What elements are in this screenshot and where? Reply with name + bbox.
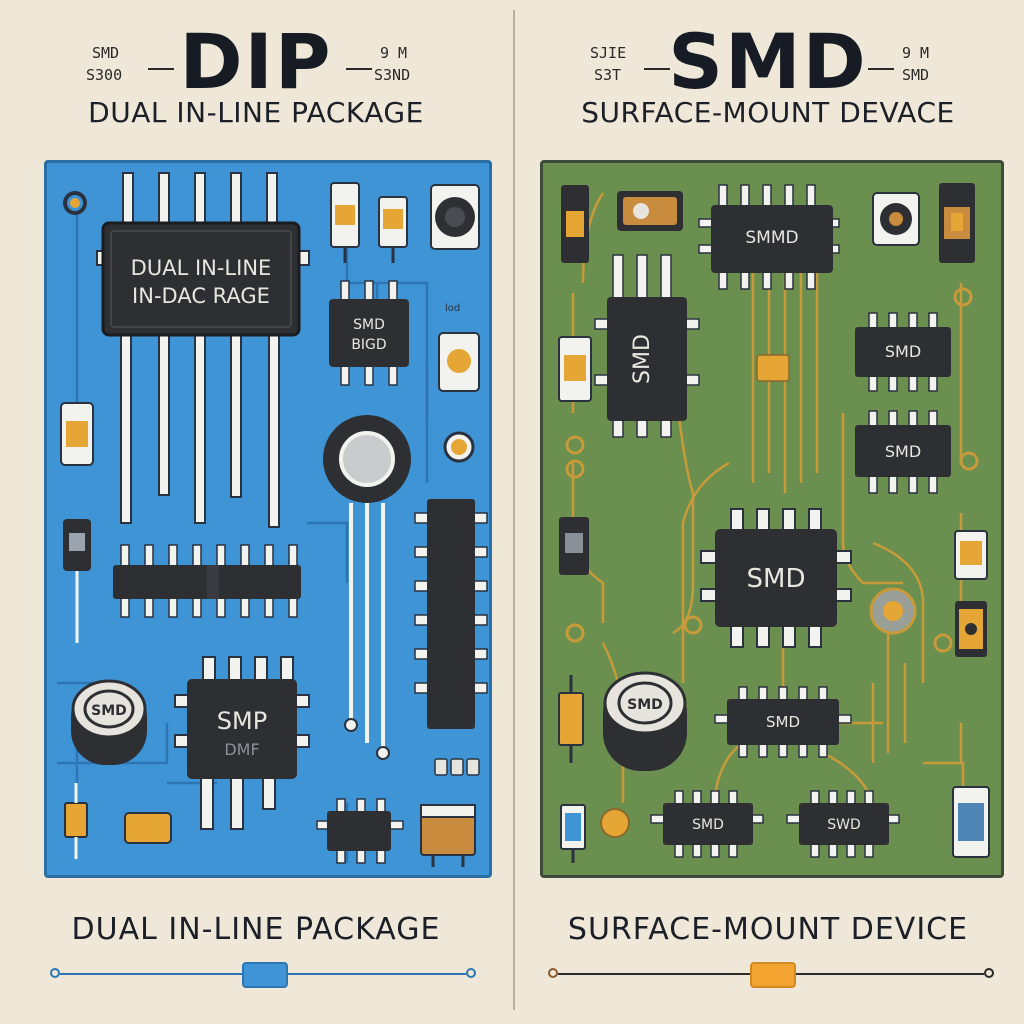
dip-small-chip: SMD BIGD (329, 280, 409, 386)
smd-right-led (954, 530, 988, 580)
dip-slider-knob[interactable] (242, 962, 288, 988)
smd-slider-end-dot (984, 968, 994, 978)
dip-mini-label: lod (445, 303, 460, 314)
dip-led (438, 332, 480, 392)
smd-slider[interactable] (548, 962, 994, 988)
smd-trimmer (872, 192, 920, 246)
dip-bottom-resistor (64, 783, 88, 859)
smd-title: SMD (668, 17, 868, 106)
dip-smp-chip-label-2: DMF (224, 740, 259, 759)
dip-side-dash-left (148, 68, 174, 70)
dip-trimmer (430, 184, 480, 250)
smd-right-chip-2: SMD (855, 410, 951, 494)
dip-main-chip-label-1: DUAL IN-LINE (131, 256, 272, 280)
smd-bottom-left-chip: SMD (650, 790, 764, 858)
dip-bottom-small-chip (316, 798, 404, 864)
smd-side-dash-right (868, 68, 894, 70)
smd-bottom-chip-label: SMD (766, 713, 800, 731)
dip-side-dash-right (346, 68, 372, 70)
dip-side-label-top-right: 9 M (380, 44, 408, 62)
dip-small-chip-label-1: SMD (353, 317, 385, 333)
smd-bottom-right-device (952, 786, 990, 858)
smd-left-orange-resistor (558, 675, 584, 763)
smd-footer-label: SURFACE-MOUNT DEVICE (567, 912, 969, 947)
dip-subtitle: DUAL IN-LINE PACKAGE (88, 96, 424, 129)
dip-vertical-chip (414, 499, 488, 729)
smd-top-chip-label: SMMD (745, 228, 798, 248)
smd-trace-pad (756, 354, 790, 382)
smd-side-label-bottom-left: S3T (594, 66, 622, 84)
dip-bottom-block (420, 804, 476, 867)
dip-left-resistor (60, 402, 94, 466)
smd-side-dash-left (644, 68, 670, 70)
smd-left-resistor (558, 336, 592, 402)
smd-orange-pad (600, 808, 630, 838)
dip-cylinder-capacitor: SMD (71, 679, 147, 765)
dip-pad-row (434, 758, 480, 776)
smd-right-chip-1-label: SMD (885, 342, 921, 361)
smd-bottom-right-chip: SWD (786, 790, 900, 858)
smd-center-chip: SMD (700, 508, 852, 648)
panel-divider (513, 10, 515, 1010)
smd-subtitle: SURFACE-MOUNT DEVACE (581, 96, 955, 129)
dip-board-graphic: DUAL IN-LINE IN-DAC RAGE (57, 172, 488, 867)
smd-round-pad (869, 587, 917, 635)
smd-panel: SJIE S3T 9 M SMD SMD SURFACE-MOUNT DEVAC… (512, 0, 1024, 1024)
smd-cap-label: SMD (627, 697, 663, 713)
dip-title: DIP (179, 17, 333, 106)
dip-slider-start-dot (50, 968, 60, 978)
smd-side-label-top-right: 9 M (902, 44, 930, 62)
dip-side-label-bottom-left: S300 (86, 66, 123, 84)
smd-center-chip-label: SMD (747, 564, 806, 594)
dip-side-label-top-left: SMD (92, 44, 120, 62)
smd-circuit-board: SMMD SMD (540, 160, 1004, 878)
smd-side-label-bottom-right: SMD (902, 66, 930, 84)
dip-slider[interactable] (50, 962, 476, 988)
dip-smp-chip: SMP DMF (174, 656, 310, 830)
smd-right-chip-1: SMD (855, 312, 951, 392)
dip-left-diode (63, 519, 91, 643)
dip-main-chip-label-2: IN-DAC RAGE (132, 284, 270, 308)
smd-bottom-left-chip-label: SMD (692, 817, 724, 833)
dip-horizontal-chip (113, 544, 301, 618)
smd-right-chip-2-label: SMD (885, 442, 921, 461)
dip-bottom-capacitor (124, 812, 172, 844)
smd-board-graphic: SMMD SMD (558, 183, 990, 863)
smd-left-diode (559, 517, 589, 575)
smd-blue-component (560, 804, 586, 863)
smd-top-capacitor (617, 191, 683, 231)
smd-bottom-chip: SMD (714, 686, 852, 758)
smd-side-label-top-left: SJIE (590, 44, 627, 62)
smd-top-right-component (939, 183, 975, 263)
dip-footer-label: DUAL IN-LINE PACKAGE (71, 912, 441, 947)
smd-vertical-chip-label: SMD (630, 334, 655, 384)
dip-circuit-board: DUAL IN-LINE IN-DAC RAGE (44, 160, 492, 878)
smd-slider-start-dot (548, 968, 558, 978)
dip-ring-pad (63, 191, 87, 215)
dip-panel: SMD S300 9 M S3ND DIP DUAL IN-LINE PACKA… (44, 17, 492, 988)
dip-smp-chip-label-1: SMP (217, 707, 267, 735)
smd-cylinder-capacitor: SMD (603, 671, 687, 771)
dip-main-chip: DUAL IN-LINE IN-DAC RAGE (96, 172, 310, 528)
dip-slider-end-dot (466, 968, 476, 978)
dip-small-chip-label-2: BIGD (351, 337, 386, 353)
smd-vertical-chip: SMD (594, 254, 700, 438)
smd-top-chip: SMMD (698, 184, 840, 290)
smd-right-amber-chip (955, 601, 987, 657)
dip-ring-capacitor (323, 415, 411, 760)
dip-side-label-bottom-right: S3ND (374, 66, 411, 84)
dip-resistor-pair (330, 182, 408, 263)
smd-slider-knob[interactable] (750, 962, 796, 988)
smd-bottom-right-chip-label: SWD (827, 817, 861, 833)
smd-top-left-component (561, 185, 589, 263)
dip-cap-label: SMD (91, 703, 127, 719)
